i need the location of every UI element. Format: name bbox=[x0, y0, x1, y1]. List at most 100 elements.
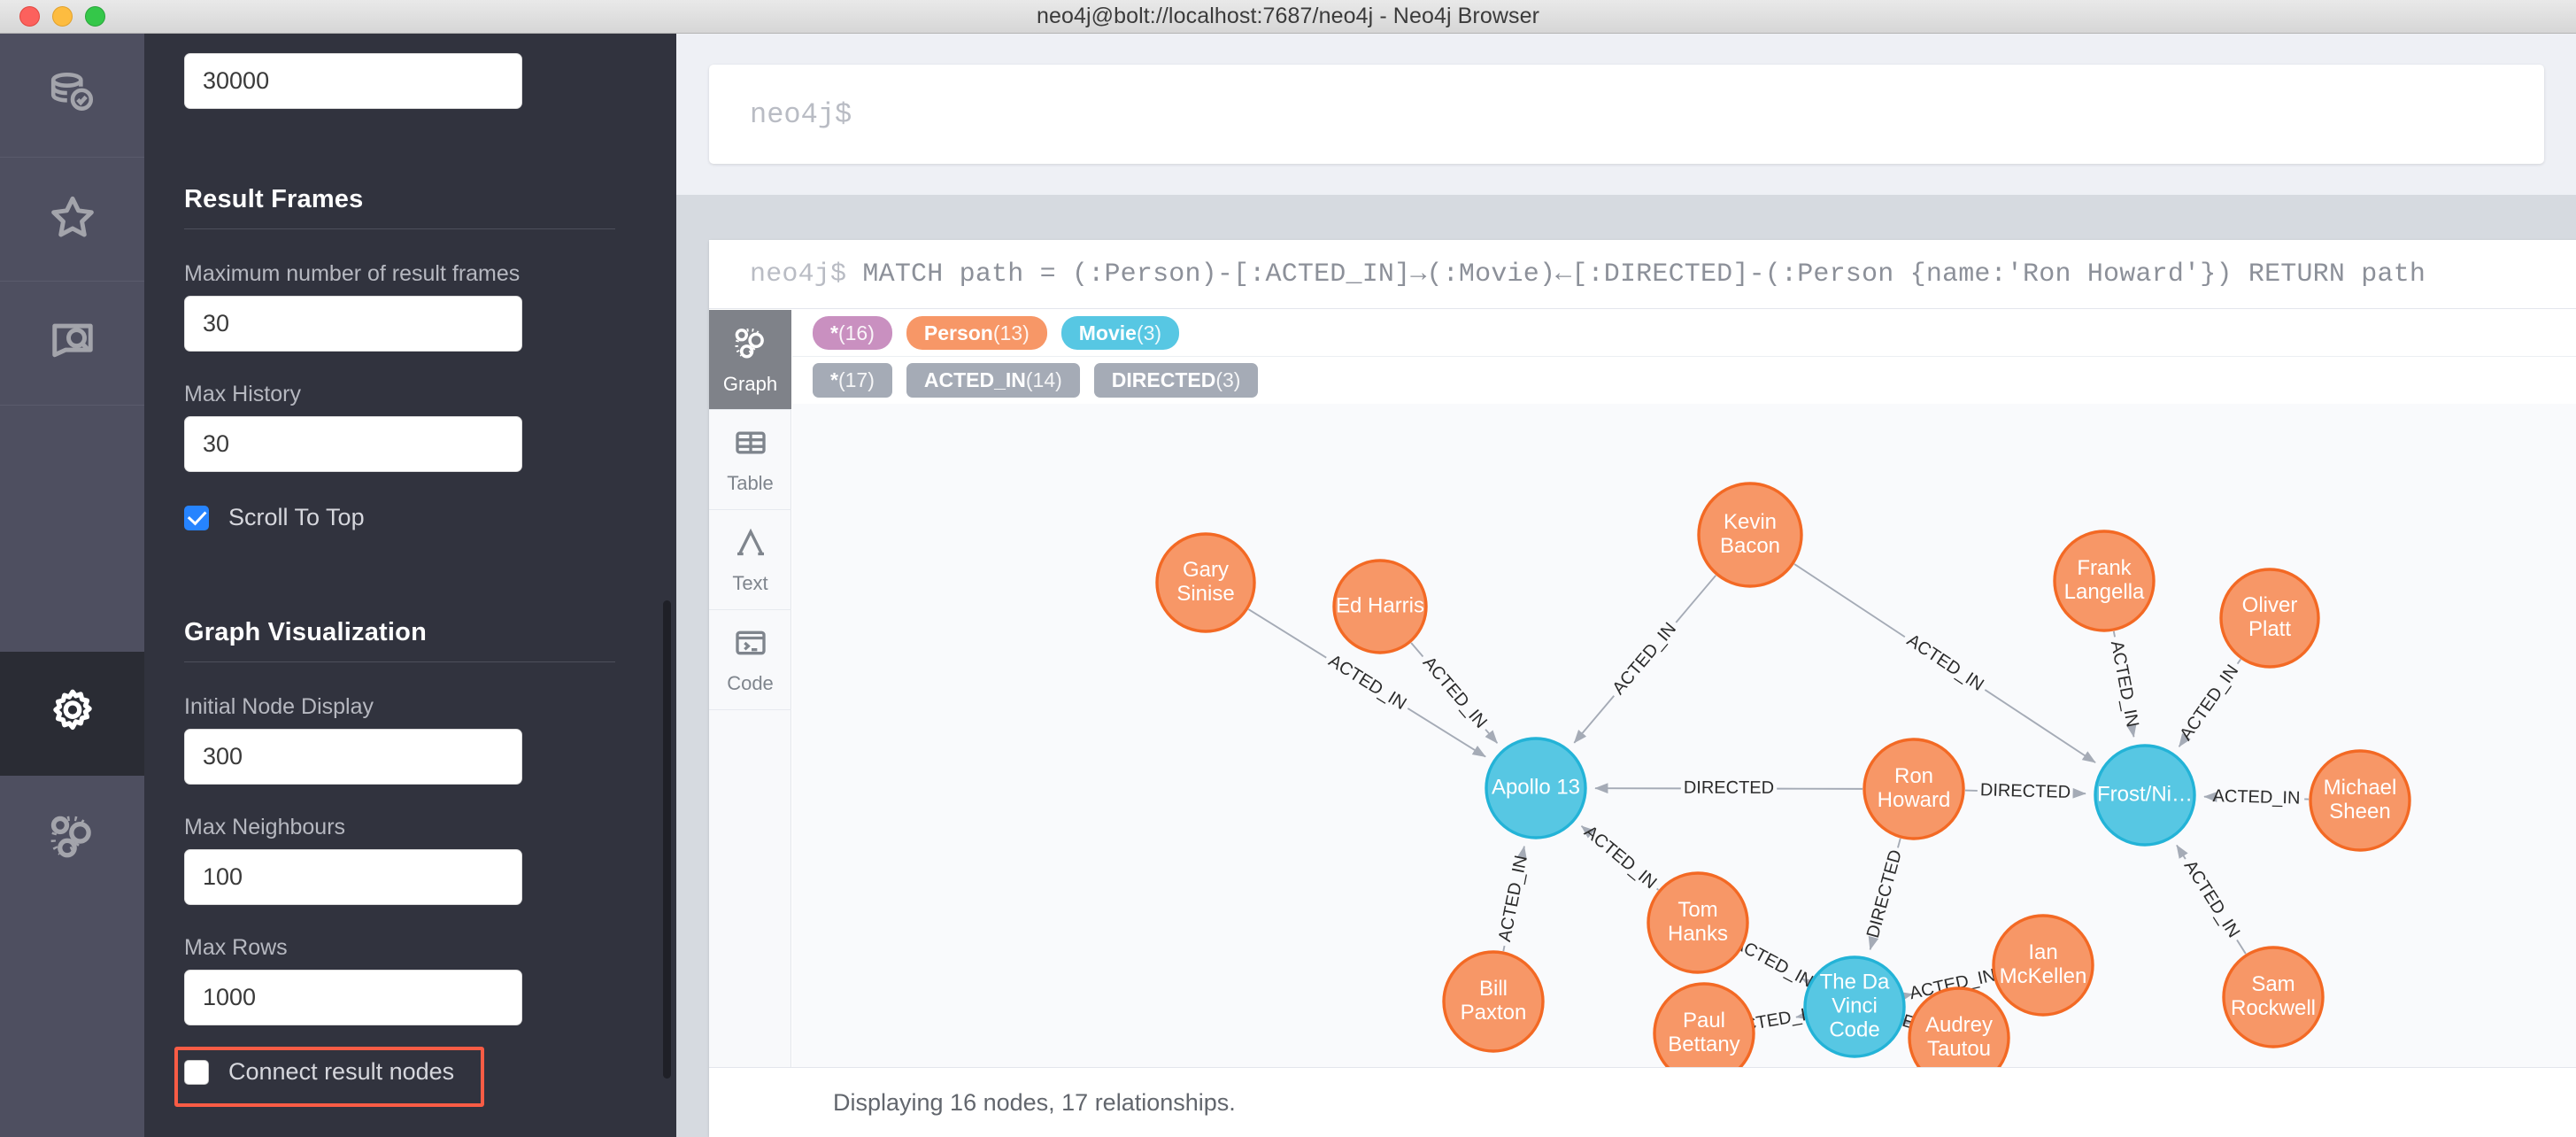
documents-search-icon bbox=[49, 317, 96, 369]
settings-scrollbar[interactable] bbox=[663, 600, 671, 1079]
timeout-input[interactable]: 30000 bbox=[184, 53, 522, 109]
section-divider bbox=[184, 228, 615, 229]
legend-pill-all-rels[interactable]: *(17) bbox=[813, 363, 892, 398]
settings-drawer: 30000 Result Frames Maximum number of re… bbox=[144, 34, 676, 1137]
edge-label: ACTED_IN bbox=[1325, 651, 1410, 714]
window-controls[interactable] bbox=[19, 6, 105, 27]
input-max-rows[interactable]: 1000 bbox=[184, 970, 522, 1025]
checkbox-row-connect-result-nodes[interactable]: Connect result nodes bbox=[144, 1058, 676, 1086]
tab-code[interactable]: Code bbox=[709, 610, 791, 710]
tab-text-label: Text bbox=[732, 571, 768, 594]
edge-label: DIRECTED bbox=[1980, 780, 2071, 802]
legend-pill-all-nodes[interactable]: *(16) bbox=[813, 315, 892, 351]
node-label: Code bbox=[1829, 1017, 1879, 1041]
connect-result-nodes-label: Connect result nodes bbox=[228, 1058, 455, 1085]
database-check-icon bbox=[49, 69, 96, 121]
rail-item-settings[interactable] bbox=[0, 652, 144, 776]
connect-result-nodes-checkbox[interactable] bbox=[184, 1059, 209, 1085]
main-content: neo4j$ neo4j$ MATCH path = (:Person)-[:A… bbox=[676, 34, 2576, 1137]
minimize-button[interactable] bbox=[52, 6, 73, 27]
graph-edge[interactable]: DIRECTED bbox=[1594, 778, 1863, 798]
legend-pill-person[interactable]: Person(13) bbox=[906, 315, 1047, 351]
legend-pill-movie[interactable]: Movie(3) bbox=[1060, 315, 1180, 351]
edge-label: DIRECTED bbox=[1684, 778, 1774, 798]
input-initial-node-display[interactable]: 300 bbox=[184, 729, 522, 785]
rail-item-documents[interactable] bbox=[0, 282, 144, 406]
frame-query: MATCH path = (:Person)-[:ACTED_IN]→(:Mov… bbox=[862, 259, 2426, 290]
rail-item-favorites[interactable] bbox=[0, 158, 144, 282]
graph-edge[interactable]: ACTED_IN bbox=[2176, 659, 2242, 747]
status-text: Displaying 16 nodes, 17 relationships. bbox=[833, 1088, 1236, 1116]
legend-pill-label: Person bbox=[923, 321, 993, 344]
left-icon-rail bbox=[0, 34, 144, 1137]
edge-label: ACTED_IN bbox=[2212, 786, 2300, 808]
tab-table-label: Table bbox=[727, 471, 774, 494]
scroll-to-top-checkbox[interactable] bbox=[184, 505, 209, 530]
node-label: Rockwell bbox=[2231, 996, 2316, 1020]
node-label: Howard bbox=[1878, 788, 1951, 812]
graph-edge[interactable]: ACTED_IN bbox=[2203, 786, 2310, 808]
tab-table[interactable]: Table bbox=[709, 410, 791, 510]
legend-pill-acted-in[interactable]: ACTED_IN(14) bbox=[906, 363, 1080, 398]
cypher-editor[interactable]: neo4j$ bbox=[709, 65, 2544, 164]
graph-edge[interactable]: ACTED_IN bbox=[2176, 844, 2247, 955]
node-label: The Da bbox=[1820, 970, 1890, 994]
graph-edge[interactable]: ACTED_IN bbox=[2107, 630, 2142, 738]
node-label: Bill bbox=[1479, 977, 1508, 1001]
star-icon bbox=[49, 193, 96, 245]
close-button[interactable] bbox=[19, 6, 40, 27]
maximize-button[interactable] bbox=[85, 6, 105, 27]
rail-item-database[interactable] bbox=[0, 34, 144, 158]
tab-graph[interactable]: Graph bbox=[709, 310, 791, 410]
graph-nodes-icon bbox=[732, 324, 769, 366]
graph-node[interactable]: Ed Harris bbox=[1332, 559, 1428, 654]
legend-pill-label: * bbox=[830, 321, 838, 344]
graph-edge[interactable]: DIRECTED bbox=[1863, 838, 1906, 951]
rail-item-about[interactable] bbox=[0, 776, 144, 900]
result-frame-header: neo4j$ MATCH path = (:Person)-[:ACTED_IN… bbox=[709, 240, 2576, 309]
node-label: McKellen bbox=[2000, 964, 2087, 988]
graph-node[interactable]: Apollo 13 bbox=[1485, 737, 1587, 839]
input-max-neighbours[interactable]: 100 bbox=[184, 849, 522, 905]
text-a-icon bbox=[733, 525, 768, 565]
graph-edge[interactable]: ACTED_IN bbox=[1410, 642, 1499, 744]
graph-node[interactable]: Frost/Ni… bbox=[2094, 744, 2196, 847]
tab-text[interactable]: Text bbox=[709, 510, 791, 610]
graph-edge[interactable]: ACTED_IN bbox=[1793, 563, 2096, 763]
node-label-legend-row: *(16) Person(13) Movie(3) bbox=[792, 310, 2576, 357]
graph-edge[interactable]: DIRECTED bbox=[1964, 780, 2086, 802]
editor-region: neo4j$ bbox=[676, 34, 2576, 195]
input-max-result-frames[interactable]: 30 bbox=[184, 296, 522, 352]
checkbox-row-scroll-to-top[interactable]: Scroll To Top bbox=[144, 504, 676, 531]
node-label: Bacon bbox=[1720, 534, 1780, 558]
legend-pill-directed[interactable]: DIRECTED(3) bbox=[1093, 363, 1259, 398]
scroll-to-top-label: Scroll To Top bbox=[228, 504, 365, 530]
node-label: Frost/Ni… bbox=[2097, 782, 2193, 806]
legend-pill-count: (13) bbox=[992, 321, 1030, 344]
graph-edge[interactable]: ACTED_IN bbox=[1495, 845, 1531, 952]
graph-edge[interactable]: ACTED_IN bbox=[1573, 575, 1716, 744]
node-label: Audrey bbox=[1925, 1013, 1993, 1037]
graph-nodes-icon bbox=[47, 810, 98, 866]
input-max-history[interactable]: 30 bbox=[184, 416, 522, 472]
node-label: Ron bbox=[1894, 764, 1933, 788]
relationship-legend-row: *(17) ACTED_IN(14) DIRECTED(3) bbox=[792, 357, 2576, 404]
graph-edge[interactable]: ACTED_IN bbox=[1580, 822, 1660, 893]
node-label: Paul bbox=[1683, 1009, 1725, 1033]
